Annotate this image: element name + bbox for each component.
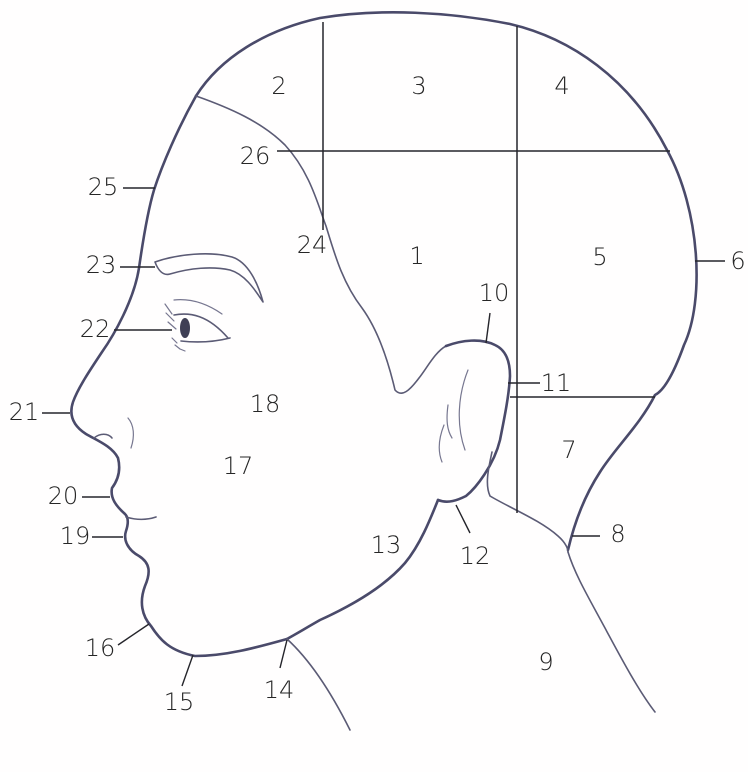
label-region-6: 6 bbox=[730, 247, 745, 275]
nose-wing-line bbox=[128, 418, 133, 448]
label-region-17: 17 bbox=[223, 452, 254, 480]
leader-14 bbox=[280, 640, 287, 668]
label-region-13: 13 bbox=[371, 531, 402, 559]
eye-lower-lid bbox=[181, 338, 230, 342]
label-region-24: 24 bbox=[297, 231, 328, 259]
label-region-2: 2 bbox=[271, 72, 286, 100]
neck-back bbox=[568, 552, 655, 712]
label-region-1: 1 bbox=[409, 242, 424, 270]
leader-10 bbox=[486, 313, 490, 343]
label-region-23: 23 bbox=[86, 251, 117, 279]
label-region-7: 7 bbox=[561, 436, 576, 464]
label-region-10: 10 bbox=[479, 279, 510, 307]
label-region-11: 11 bbox=[541, 369, 572, 397]
jaw-line bbox=[287, 500, 438, 639]
label-region-19: 19 bbox=[60, 522, 91, 550]
neck-front bbox=[287, 639, 350, 730]
label-region-4: 4 bbox=[554, 72, 569, 100]
ear-inner-fold bbox=[439, 370, 468, 462]
label-region-16: 16 bbox=[85, 634, 116, 662]
mouth-line bbox=[126, 517, 156, 519]
label-region-25: 25 bbox=[88, 173, 119, 201]
eye-iris bbox=[180, 318, 190, 338]
label-region-8: 8 bbox=[610, 520, 625, 548]
leader-16 bbox=[118, 624, 149, 645]
label-region-26: 26 bbox=[240, 142, 271, 170]
label-region-9: 9 bbox=[538, 648, 553, 676]
label-region-12: 12 bbox=[460, 542, 491, 570]
label-region-5: 5 bbox=[592, 243, 607, 271]
leader-15 bbox=[182, 655, 193, 686]
label-region-20: 20 bbox=[48, 482, 79, 510]
nape-line bbox=[487, 452, 568, 552]
label-region-3: 3 bbox=[411, 72, 426, 100]
nostril-line bbox=[94, 434, 112, 438]
leader-12 bbox=[456, 505, 470, 533]
label-region-21: 21 bbox=[9, 398, 40, 426]
label-region-15: 15 bbox=[164, 688, 195, 716]
label-region-22: 22 bbox=[80, 315, 111, 343]
label-region-14: 14 bbox=[264, 676, 295, 704]
ear-outline bbox=[438, 341, 510, 502]
label-region-18: 18 bbox=[250, 390, 281, 418]
eyelid-crease bbox=[174, 300, 222, 314]
eyebrow-outline bbox=[155, 254, 263, 302]
